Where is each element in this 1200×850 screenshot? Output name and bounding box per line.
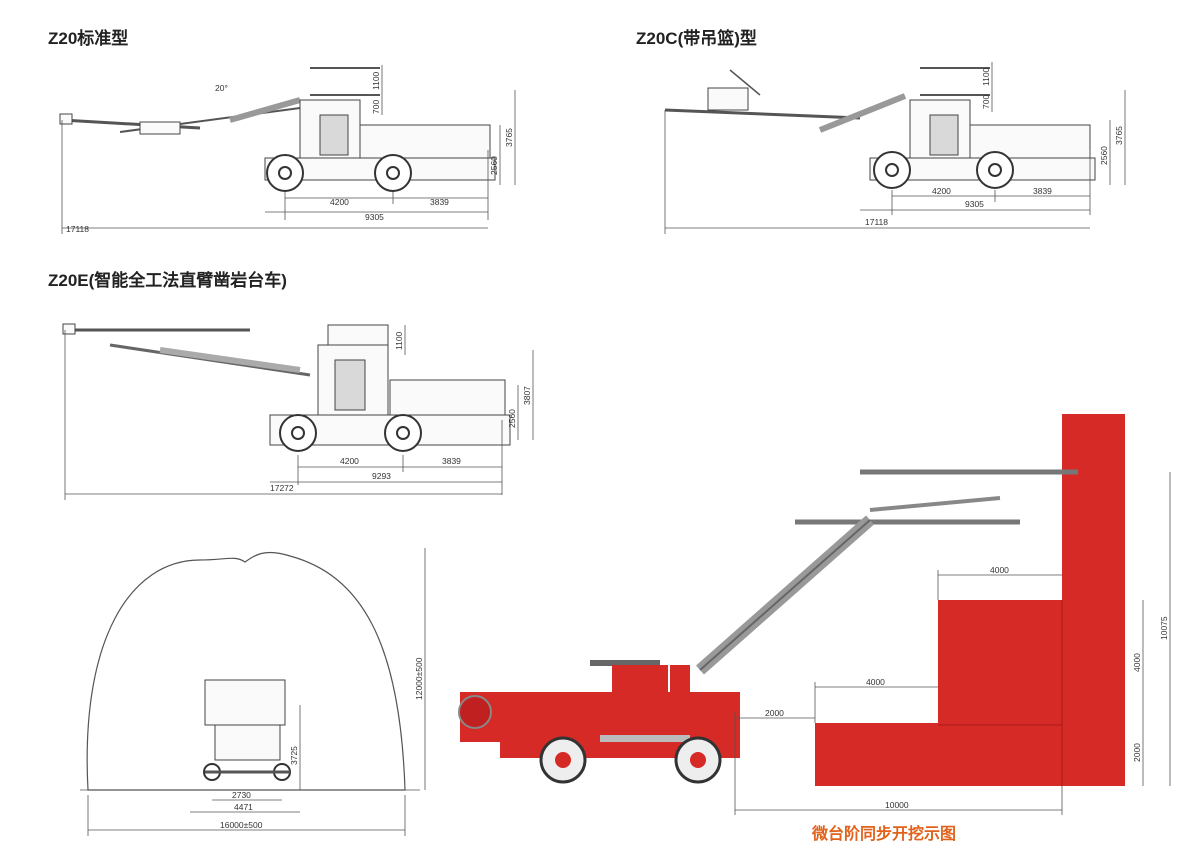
z20-dim-h3: 1100 (371, 71, 381, 90)
z20e-dim-d2: 3839 (442, 456, 461, 466)
tunnel-dim-w3: 16000±500 (220, 820, 263, 830)
z20c-dim-d2: 3839 (1033, 186, 1052, 196)
tunnel-dim-w2: 4471 (234, 802, 253, 812)
bench-dim-h1: 2000 (1132, 743, 1142, 762)
bench-dim-total-w: 10000 (885, 800, 909, 810)
z20-dim-angle: 20° (215, 83, 228, 93)
tunnel-dim-h1: 3725 (289, 746, 299, 765)
z20-dim-d2: 3839 (430, 197, 449, 207)
z20-dim-d3: 9305 (365, 212, 384, 222)
z20e-dim-h3: 1100 (394, 331, 404, 350)
tunnel-dim-h2: 12000±500 (414, 657, 424, 700)
z20c-dim-h1: 2560 (1099, 146, 1109, 165)
z20c-dim-d1: 4200 (932, 186, 951, 196)
z20c-dim-d3: 9305 (965, 199, 984, 209)
z20c-dim-h4: 700 (981, 95, 991, 109)
bench-dim-total-h: 10075 (1159, 616, 1169, 640)
z20-drawing: 4200 3839 9305 17118 2560 3765 1100 700 … (59, 65, 516, 234)
z20e-dim-h1: 2560 (507, 409, 517, 428)
z20-dim-h2: 3765 (504, 128, 514, 147)
bench-dim-s3: 4000 (990, 565, 1009, 575)
z20c-drawing: 4200 3839 9305 17118 2560 3765 1100 700 (664, 62, 1126, 234)
z20c-dim-h2: 3765 (1114, 126, 1124, 145)
z20e-dim-h2: 3807 (522, 386, 532, 405)
bench-dim-h2: 4000 (1132, 653, 1142, 672)
z20e-dim-d1: 4200 (340, 456, 359, 466)
z20c-dim-h3: 1100 (981, 67, 991, 86)
z20e-dim-d4: 17272 (270, 483, 294, 493)
title-z20: Z20标准型 (48, 29, 129, 48)
z20c-dim-d4: 17118 (865, 217, 888, 227)
tunnel-section: 2730 4471 16000±500 3725 12000±500 (80, 548, 426, 836)
z20-dim-h4: 700 (371, 100, 381, 114)
title-z20e: Z20E(智能全工法直臂凿岩台车) (48, 271, 287, 290)
bench-dim-s2: 4000 (866, 677, 885, 687)
z20-dim-d1: 4200 (330, 197, 349, 207)
bench-dim-s1: 2000 (765, 708, 784, 718)
tunnel-dim-w1: 2730 (232, 790, 251, 800)
caption-micro-bench: 微台阶同步开挖示图 (812, 826, 957, 843)
bench-diagram: 2000 4000 4000 10000 2000 4000 10075 (458, 414, 1171, 815)
title-z20c: Z20C(带吊篮)型 (636, 29, 757, 48)
z20-dim-d4: 17118 (66, 224, 89, 234)
z20e-dim-d3: 9293 (372, 471, 391, 481)
z20-dim-h1: 2560 (489, 156, 499, 175)
z20e-drawing: 4200 3839 9293 17272 2560 3807 1100 (62, 323, 534, 500)
